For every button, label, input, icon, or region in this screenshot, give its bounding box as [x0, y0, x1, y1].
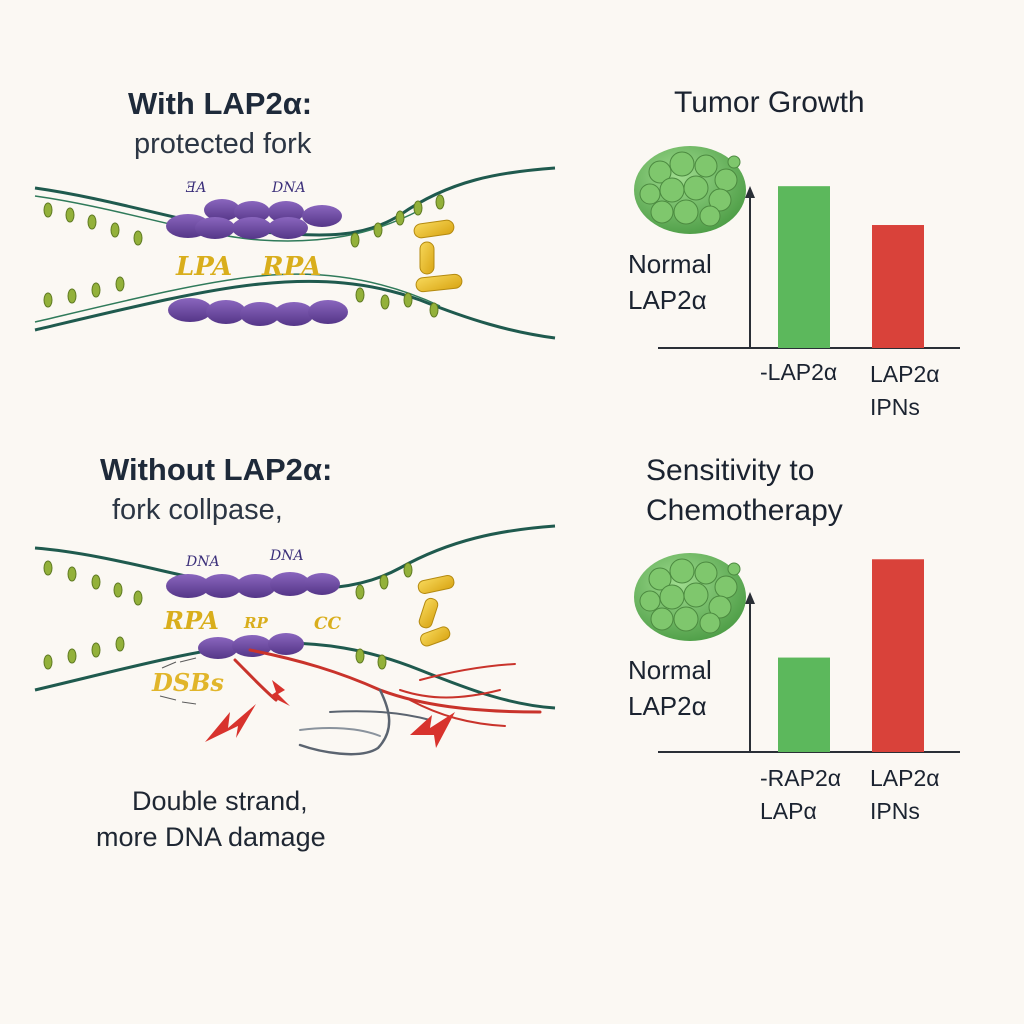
tumor-growth-tick-label: -LAP2α [760, 359, 838, 385]
sensitivity-chart [658, 559, 960, 753]
sensitivity-tick-label: -RAP2α LAPα [760, 765, 842, 824]
leaf-row [43, 560, 413, 670]
histone-row-lower [198, 633, 304, 659]
histone-row-upper [166, 199, 342, 239]
dsbs-hatch [159, 657, 197, 705]
leaf-row [43, 194, 445, 318]
top-panel-subtitle: protected fork [134, 128, 312, 160]
protein-clamp [413, 219, 463, 293]
protein-clamp [417, 575, 455, 647]
sensitivity-title-line-2: Chemotherapy [646, 494, 843, 527]
top-fork [34, 166, 556, 340]
rpa-label: RPA [164, 606, 219, 635]
strand-lower-inner [34, 273, 441, 323]
tumor-icon [634, 146, 746, 234]
damage-caption-line-1: Double strand, [132, 786, 308, 816]
dsbs-label: DSBs [152, 668, 224, 697]
cc-label: CC [314, 614, 342, 634]
tumor-growth-legend: Normal LAP2α [628, 249, 712, 315]
rp-label: RP [244, 614, 268, 632]
tumor-growth-tick-label: LAP2α IPNs [870, 361, 940, 420]
histone-row-upper [166, 572, 340, 598]
bar-left [778, 657, 830, 752]
fork-small-label: ƎA [186, 180, 207, 196]
broken-strands [233, 648, 542, 756]
tumor-growth-title: Tumor Growth [674, 86, 865, 119]
damage-bolt-icons [205, 680, 455, 748]
fork-small-label: DNA [186, 554, 220, 570]
protein-label: RPA [262, 252, 322, 282]
bar-right [872, 559, 924, 752]
fork-small-label: DNA [270, 548, 304, 564]
damage-caption-line-2: more DNA damage [96, 822, 326, 852]
bar-left [778, 186, 830, 348]
bar-right [872, 225, 924, 348]
y-axis-arrow-icon [745, 186, 755, 198]
bottom-panel-title: Without LAP2α: [100, 452, 333, 487]
sensitivity-tick-label: LAP2α IPNs [870, 765, 940, 824]
histone-row-lower [168, 298, 348, 326]
sensitivity-legend: Normal LAP2α [628, 655, 712, 721]
y-axis-arrow-icon [745, 592, 755, 604]
strand-upper [34, 166, 556, 237]
strand-lower [34, 279, 556, 340]
sensitivity-title-line-1: Sensitivity to [646, 454, 815, 487]
strand-upper-inner [34, 195, 421, 242]
protein-label: LPA [176, 252, 233, 282]
fork-small-label: DNA [272, 180, 306, 196]
tumor-icon [634, 553, 746, 641]
top-panel-title: With LAP2α: [128, 86, 313, 121]
strand-lower [34, 641, 556, 710]
bottom-fork [34, 524, 556, 756]
bottom-panel-subtitle: fork collpase, [112, 494, 283, 526]
tumor-growth-chart [658, 186, 960, 349]
